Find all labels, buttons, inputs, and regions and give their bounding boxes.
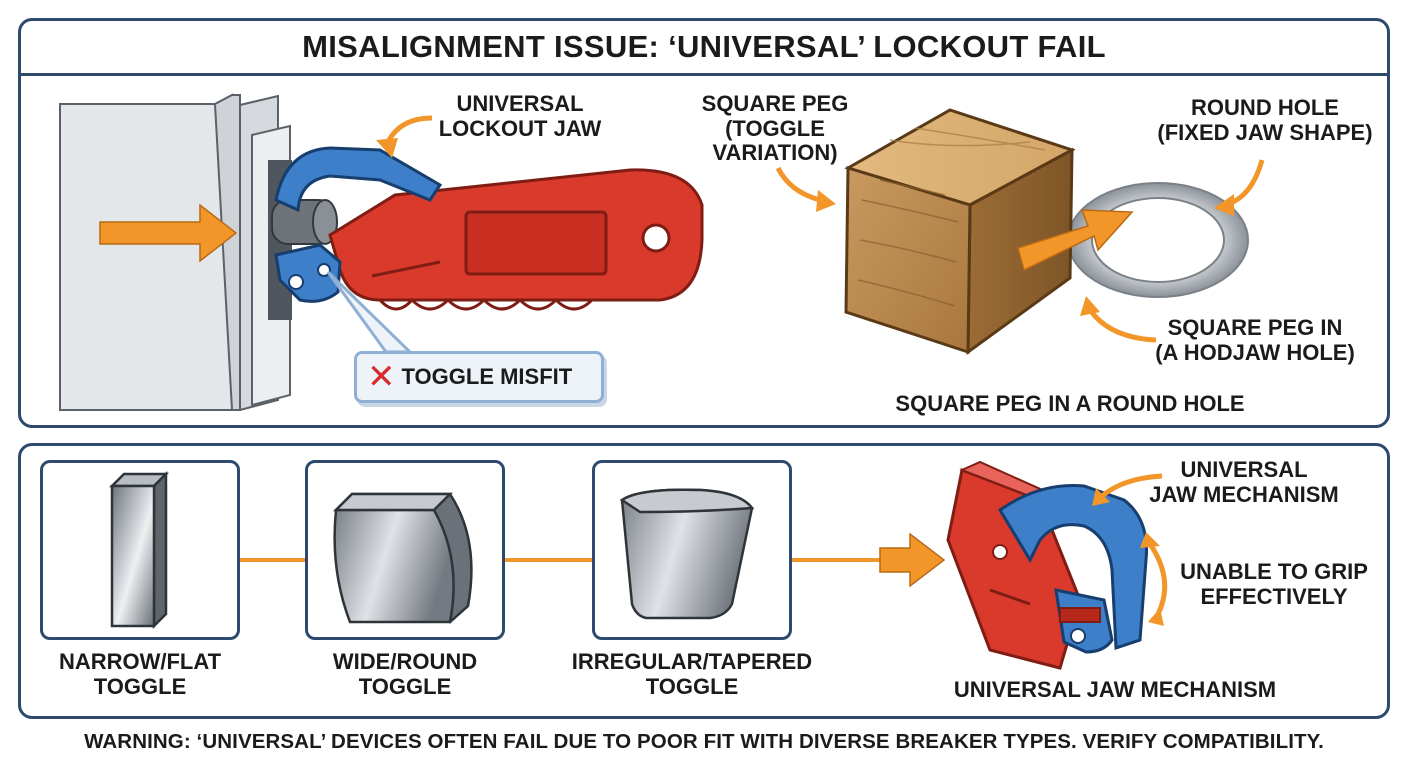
breaker-toggle-shaft xyxy=(271,199,338,245)
hole-pointer-arrow-icon xyxy=(1214,159,1265,216)
misfit-label: TOGGLE MISFIT xyxy=(401,364,573,389)
mechanism-pointer-arrow-icon xyxy=(1092,473,1163,506)
grip-curve-arrow-icon xyxy=(1140,532,1168,626)
hole-label: ROUND HOLE (FIXED JAW SHAPE) xyxy=(1157,95,1373,145)
peg-label: SQUARE PEG (TOGGLE VARIATION) xyxy=(701,91,849,166)
toggle-label-narrow: NARROW/FLAT TOGGLE xyxy=(58,649,222,699)
jaw-label: UNIVERSAL LOCKOUT JAW xyxy=(438,91,602,141)
irregular-tapered-toggle-icon xyxy=(619,488,755,620)
grip-label: UNABLE TO GRIP EFFECTIVELY xyxy=(1180,559,1368,609)
jaw-pointer-arrow-icon xyxy=(376,115,433,158)
breaker-panel xyxy=(59,93,292,412)
mechanism-caption: UNIVERSAL JAW MECHANISM xyxy=(953,677,1277,702)
narrow-flat-toggle-icon xyxy=(108,470,170,630)
x-mark-icon: ✕ xyxy=(367,358,396,396)
page-title: MISALIGNMENT ISSUE: ‘UNIVERSAL’ LOCKOUT … xyxy=(302,29,1106,64)
misfit-callout: ✕ TOGGLE MISFIT xyxy=(354,351,604,403)
push-arrow-icon xyxy=(99,203,238,263)
square-peg-icon xyxy=(844,108,1076,355)
toggle-label-wide: WIDE/ROUND TOGGLE xyxy=(332,649,478,699)
flow-arrow-icon xyxy=(879,532,946,588)
peg-pointer-arrow-icon xyxy=(775,166,836,212)
toggle-label-irregular: IRREGULAR/TAPERED TOGGLE xyxy=(571,649,813,699)
warning-text: WARNING: ‘UNIVERSAL’ DEVICES OFTEN FAIL … xyxy=(84,730,1324,753)
peg-in-hole-label: SQUARE PEG IN (A HODJAW HOLE) xyxy=(1155,315,1355,365)
lockout-device-icon xyxy=(274,146,704,311)
jaw-mechanism-icon xyxy=(946,460,1149,670)
title-bar: MISALIGNMENT ISSUE: ‘UNIVERSAL’ LOCKOUT … xyxy=(21,21,1387,76)
insert-arrow-icon xyxy=(1017,209,1134,272)
peg-in-hole-pointer-arrow-icon xyxy=(1080,296,1157,343)
peg-caption: SQUARE PEG IN A ROUND HOLE xyxy=(895,391,1245,416)
wide-round-toggle-icon xyxy=(332,492,473,624)
mechanism-top-label: UNIVERSAL JAW MECHANISM xyxy=(1149,457,1339,507)
